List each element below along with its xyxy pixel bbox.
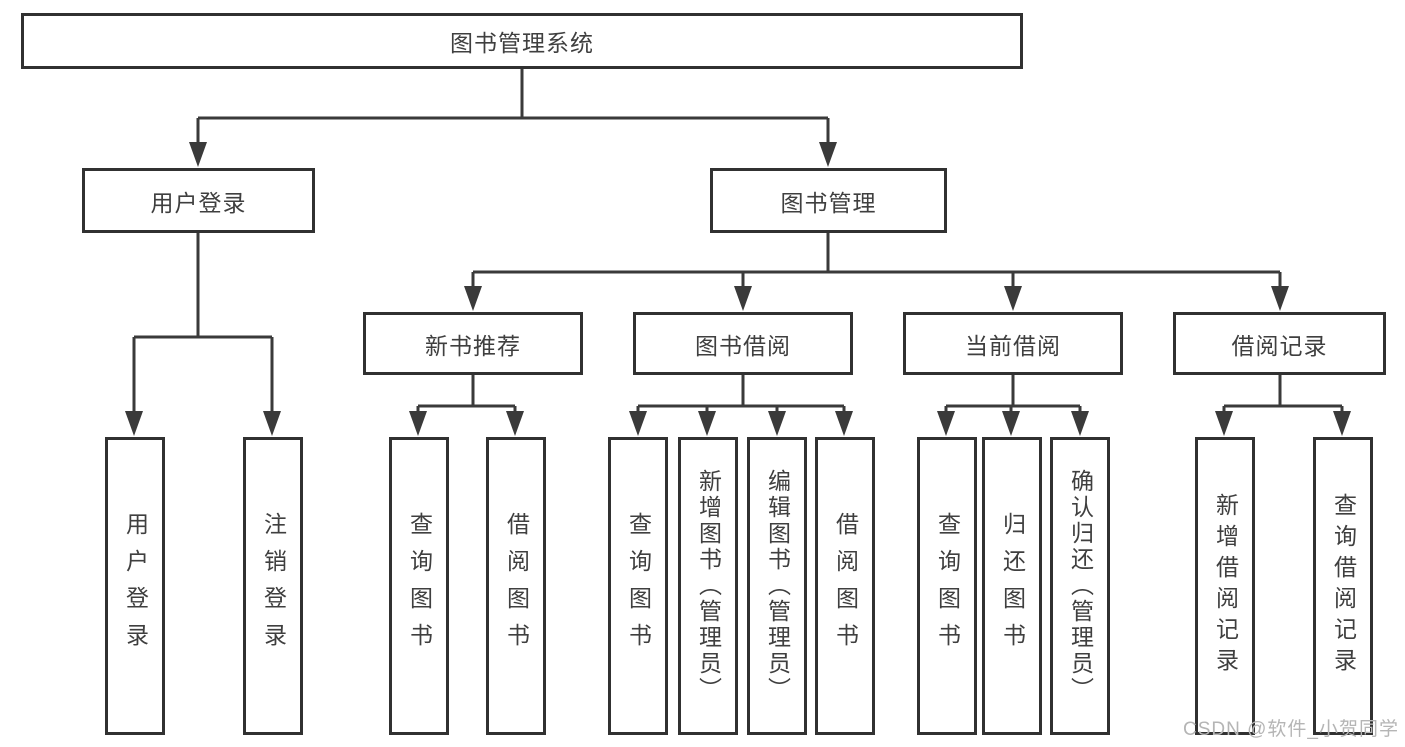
node-label: 编辑图书（管理员）	[764, 469, 791, 703]
node-label: 新增借阅记录	[1212, 493, 1239, 679]
node-label: 归还图书	[999, 512, 1026, 660]
node-current-borrow: 当前借阅	[903, 312, 1123, 375]
node-label: 用户登录	[122, 512, 149, 660]
node-user-login-branch: 用户登录	[82, 168, 315, 233]
leaf-query-books-current: 查询图书	[917, 437, 977, 735]
node-label: 借阅图书	[832, 512, 859, 660]
node-label: 当前借阅	[965, 332, 1061, 359]
csdn-watermark: CSDN @软件_小贺同学	[1183, 719, 1399, 740]
leaf-return-books: 归还图书	[982, 437, 1042, 735]
node-label: 查询借阅记录	[1330, 493, 1357, 679]
node-label: 借阅图书	[503, 512, 530, 660]
node-label: 注销登录	[260, 512, 287, 660]
leaf-add-book-admin: 新增图书（管理员）	[678, 437, 738, 735]
leaf-add-borrow-record: 新增借阅记录	[1195, 437, 1255, 735]
leaf-borrow-books: 借阅图书	[815, 437, 875, 735]
leaf-borrow-books-recommend: 借阅图书	[486, 437, 546, 735]
node-label: 图书管理	[780, 189, 877, 216]
node-label: 查询图书	[625, 512, 652, 660]
node-borrow-records: 借阅记录	[1173, 312, 1386, 375]
node-root-system: 图书管理系统	[21, 13, 1023, 69]
leaf-query-books-borrow: 查询图书	[608, 437, 668, 735]
node-label: 借阅记录	[1231, 332, 1328, 359]
leaf-confirm-return-admin: 确认归还（管理员）	[1050, 437, 1110, 735]
node-book-management-branch: 图书管理	[710, 168, 947, 233]
node-new-book-recommend: 新书推荐	[363, 312, 583, 375]
leaf-query-borrow-record: 查询借阅记录	[1313, 437, 1373, 735]
node-label: 查询图书	[934, 512, 961, 660]
node-label: 查询图书	[406, 512, 433, 660]
node-label: 用户登录	[150, 189, 247, 216]
node-label: 确认归还（管理员）	[1067, 469, 1094, 703]
node-label: 新书推荐	[425, 332, 521, 359]
leaf-query-books-recommend: 查询图书	[389, 437, 449, 735]
node-label: 新增图书（管理员）	[695, 469, 722, 703]
leaf-user-login: 用户登录	[105, 437, 165, 735]
leaf-edit-book-admin: 编辑图书（管理员）	[747, 437, 807, 735]
arrowhead-icons	[125, 142, 1351, 436]
node-label: 图书借阅	[695, 332, 791, 359]
leaf-logout: 注销登录	[243, 437, 303, 735]
node-label: 图书管理系统	[450, 30, 594, 56]
node-book-borrow: 图书借阅	[633, 312, 853, 375]
